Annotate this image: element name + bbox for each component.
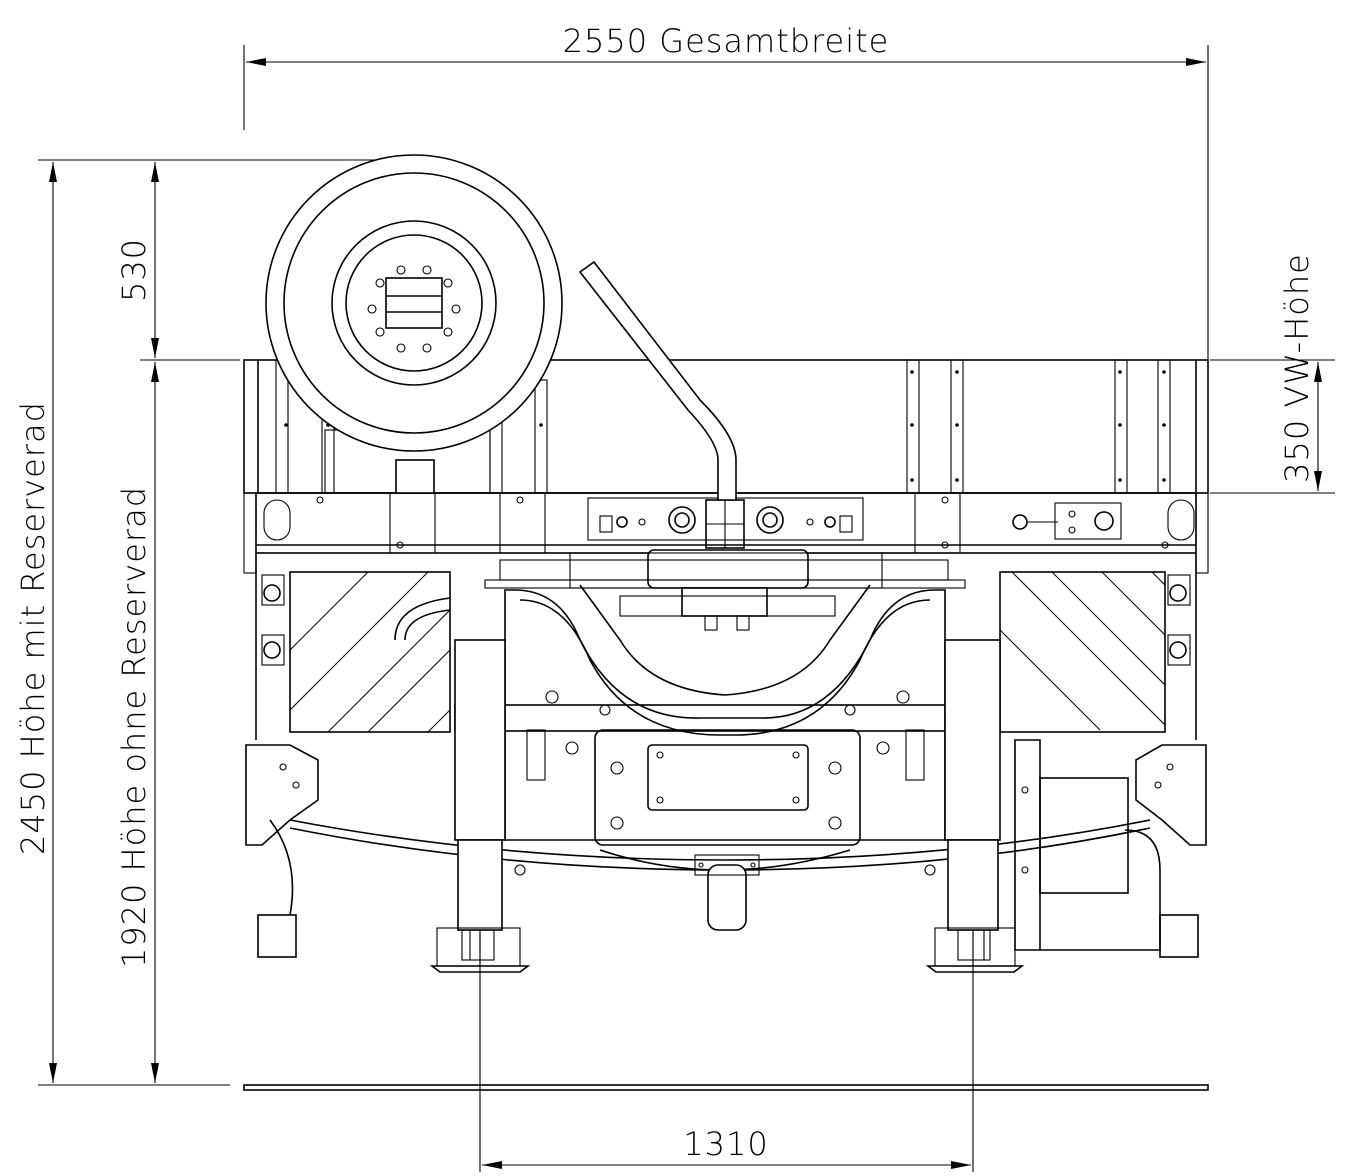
crank-bar	[578, 260, 737, 501]
spare-wheel-height-label: 530	[115, 238, 153, 302]
left-support-leg	[429, 639, 531, 973]
drain-filter	[694, 854, 760, 931]
spare-wheel	[265, 154, 563, 452]
right-support-leg	[925, 639, 1025, 973]
height-with-spare-label: 2450 Höhe mit Reserverad	[14, 401, 52, 855]
dimension-spare-wheel: 530	[115, 162, 159, 358]
vw-height-label: 350 VW-Höhe	[1278, 253, 1316, 483]
track-width-label: 1310	[683, 1125, 768, 1163]
dimension-height-without-spare: 1920 Höhe ohne Reserverad	[115, 359, 240, 1083]
tow-coupling	[569, 549, 883, 631]
spare-wheel-carrier	[324, 429, 491, 494]
overall-width-label: 2550 Gesamtbreite	[563, 22, 890, 60]
left-mudflap	[289, 571, 451, 733]
left-lamp-bracket	[245, 744, 319, 958]
right-mudflap	[999, 571, 1166, 733]
dimension-vw-height: 350 VW-Höhe	[1210, 253, 1335, 494]
axle-body	[504, 584, 946, 846]
tool-box	[1014, 739, 1161, 951]
dimension-overall-width: 2550 Gesamtbreite	[243, 22, 1209, 360]
dimension-track-width: 1310	[479, 890, 974, 1172]
dimension-height-with-spare: 2450 Höhe mit Reserverad	[14, 159, 420, 1086]
chassis-frame	[255, 553, 1197, 740]
ground-line	[243, 1084, 1209, 1091]
height-without-spare-label: 1920 Höhe ohne Reserverad	[115, 486, 153, 968]
right-lamp-bracket	[1135, 744, 1207, 958]
